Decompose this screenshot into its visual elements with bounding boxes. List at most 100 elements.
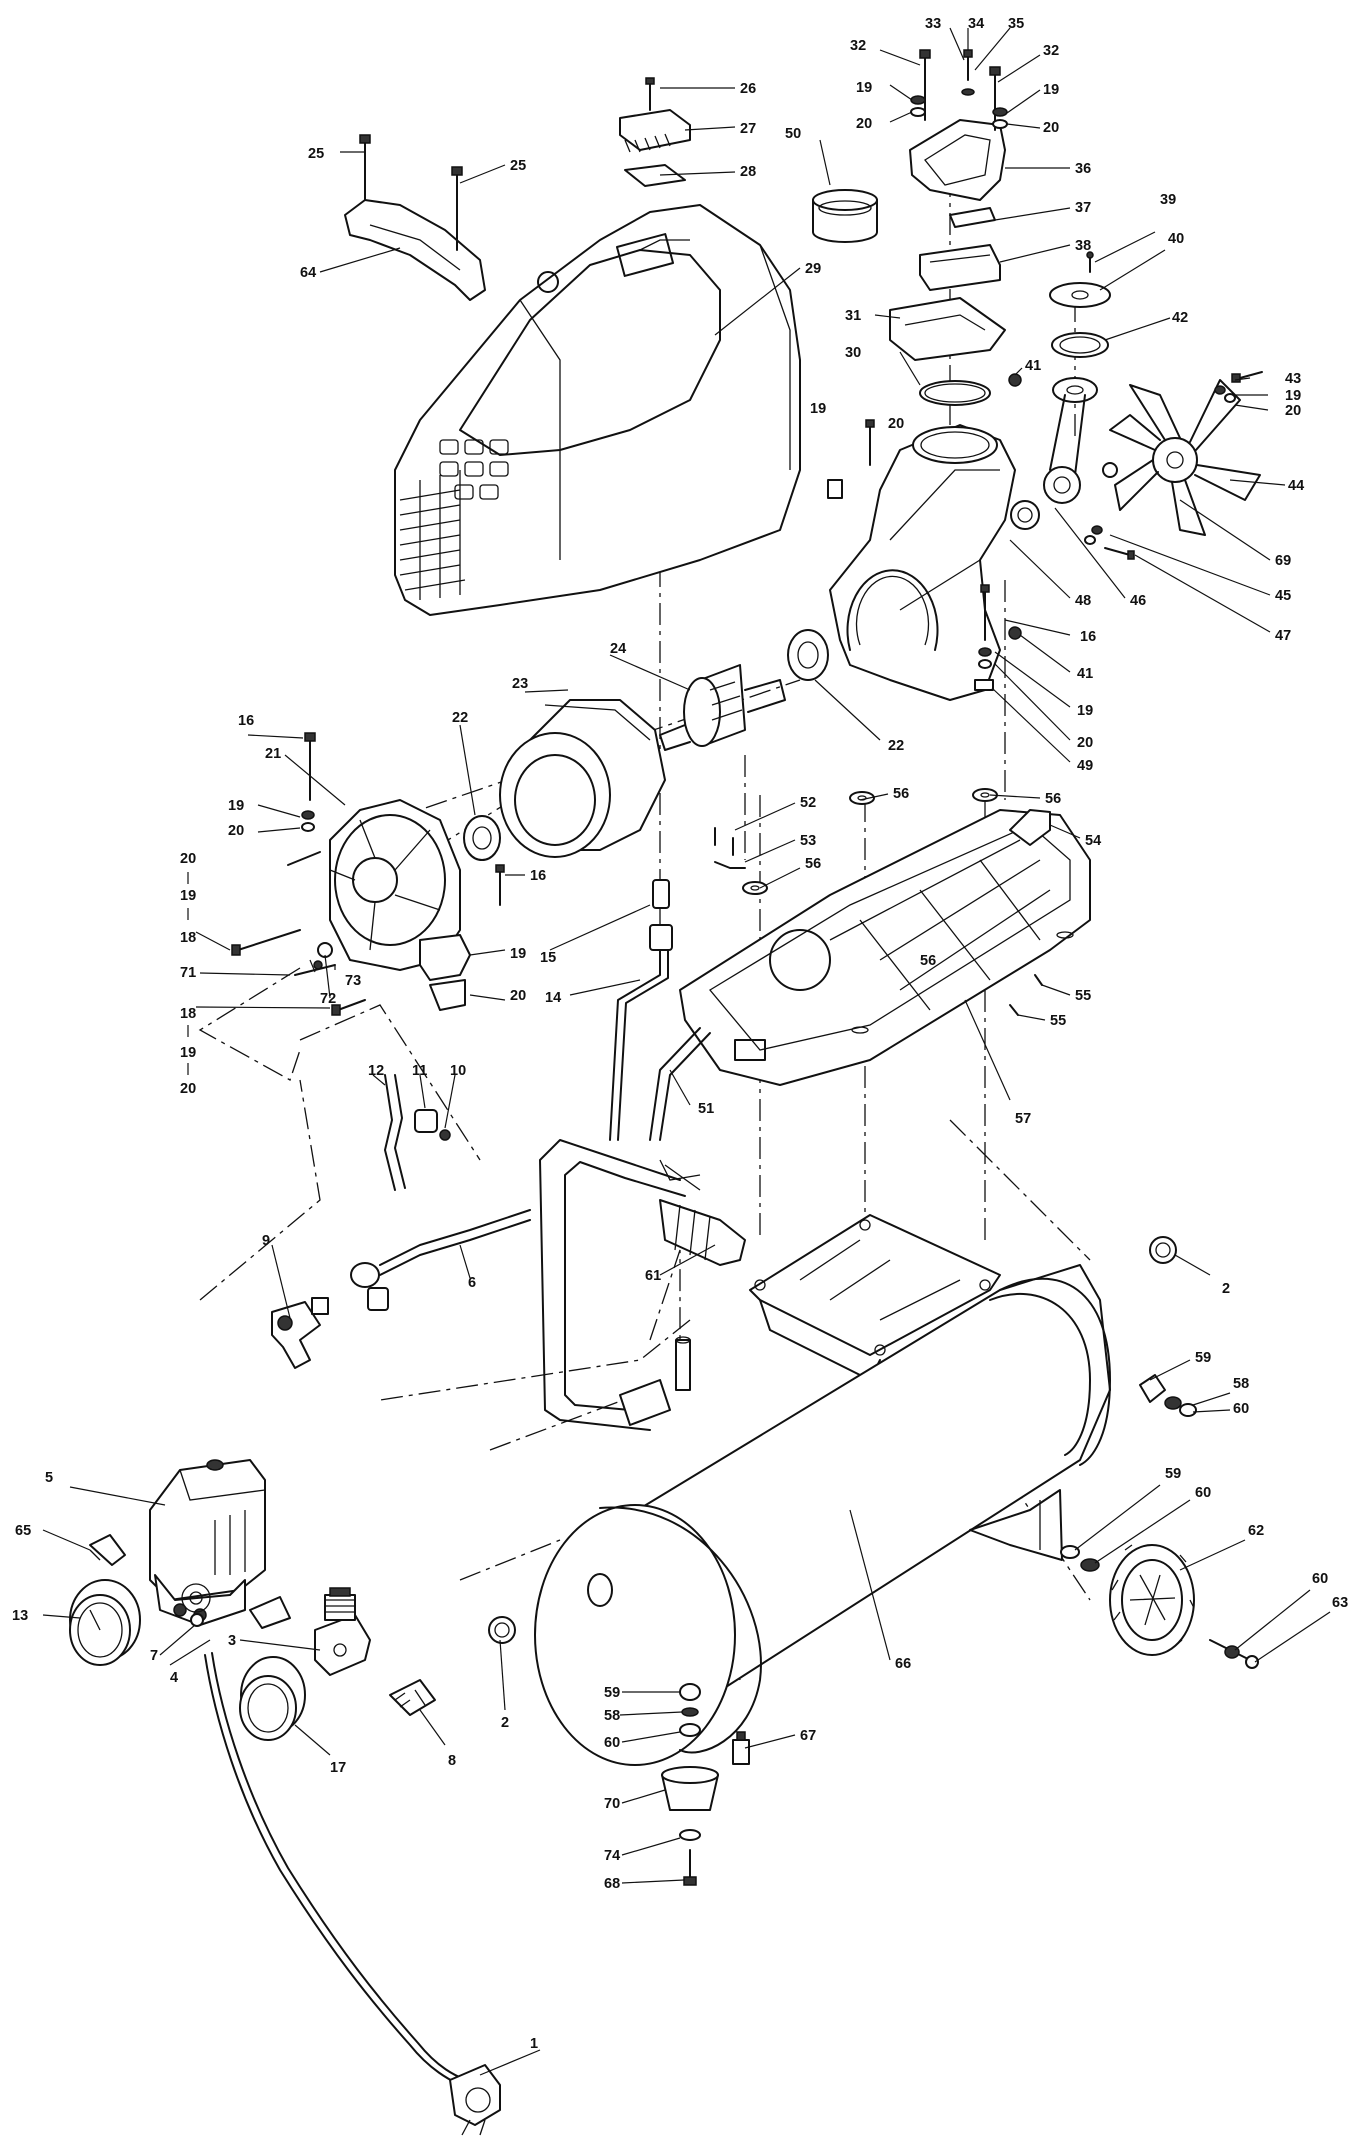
pipes: [350, 879, 711, 1288]
pressure-switch: [89, 1459, 266, 1626]
part-label-69: 69: [1275, 553, 1291, 569]
part-label-20: 20: [180, 1081, 196, 1097]
part-label-22: 22: [888, 738, 904, 754]
part-label-65: 65: [15, 1523, 31, 1539]
motor-stator: [499, 699, 666, 858]
part-label-55: 55: [1075, 988, 1091, 1004]
part-label-20: 20: [1285, 403, 1301, 419]
parts-10-12: [367, 1074, 451, 1311]
part-label-7: 7: [150, 1648, 158, 1664]
part-label-27: 27: [740, 121, 756, 137]
cylinder-head: [889, 49, 1008, 406]
connecting-rod: [1043, 251, 1118, 504]
part-label-71: 71: [180, 965, 196, 981]
part-label-19: 19: [180, 888, 196, 904]
part-label-20: 20: [1077, 735, 1093, 751]
part-label-60: 60: [1312, 1571, 1328, 1587]
part-label-42: 42: [1172, 310, 1188, 326]
part-label-74: 74: [604, 1848, 620, 1864]
screws-55: [1009, 974, 1043, 1016]
tank-handle: [539, 1139, 746, 1431]
part-label-53: 53: [800, 833, 816, 849]
part-label-2: 2: [1222, 1281, 1230, 1297]
vent-grille: [399, 470, 466, 600]
part-label-66: 66: [895, 1656, 911, 1672]
part-label-41: 41: [1077, 666, 1093, 682]
part-label-2: 2: [501, 1715, 509, 1731]
part-label-19: 19: [1285, 388, 1301, 404]
part-label-45: 45: [1275, 588, 1291, 604]
drain-plugs: [488, 1236, 1177, 1644]
part-label-33: 33: [925, 16, 941, 32]
part-label-5: 5: [45, 1470, 53, 1486]
part-label-22: 22: [452, 710, 468, 726]
crankcase: [827, 373, 1040, 701]
part-label-40: 40: [1168, 231, 1184, 247]
part-label-14: 14: [545, 990, 561, 1006]
part-label-68: 68: [604, 1876, 620, 1892]
part-label-60: 60: [1233, 1401, 1249, 1417]
part-label-19: 19: [180, 1045, 196, 1061]
part-labels: 1 2 2 3 4 5 6 7 8 9 10 11 12 13 14 15 16…: [12, 16, 1348, 2052]
part-label-56: 56: [920, 953, 936, 969]
bracket-54: [1009, 809, 1051, 846]
part-label-32: 32: [1043, 43, 1059, 59]
part-label-25: 25: [308, 146, 324, 162]
part-label-57: 57: [1015, 1111, 1031, 1127]
bolts-right: [974, 371, 1263, 691]
part-label-58: 58: [604, 1708, 620, 1724]
part-label-19: 19: [228, 798, 244, 814]
part-label-20: 20: [180, 851, 196, 867]
part-label-19: 19: [1043, 82, 1059, 98]
part-label-44: 44: [1288, 478, 1304, 494]
pressure-gauge-17: [239, 1656, 306, 1741]
part-label-43: 43: [1285, 371, 1301, 387]
part-label-10: 10: [450, 1063, 466, 1079]
part-label-32: 32: [850, 38, 866, 54]
part-label-52: 52: [800, 795, 816, 811]
part-label-73: 73: [345, 973, 361, 989]
motor-rotor: [659, 629, 829, 751]
part-label-60: 60: [1195, 1485, 1211, 1501]
front-bearing: [463, 815, 501, 861]
part-label-61: 61: [645, 1268, 661, 1284]
tank-bracket: [749, 1214, 1001, 1381]
part-label-18: 18: [180, 930, 196, 946]
part-label-56: 56: [805, 856, 821, 872]
part-label-20: 20: [228, 823, 244, 839]
part-label-59: 59: [1165, 1466, 1181, 1482]
part-label-19: 19: [810, 401, 826, 417]
part-label-59: 59: [1195, 1350, 1211, 1366]
part-label-4: 4: [170, 1670, 178, 1686]
part-label-39: 39: [1160, 192, 1176, 208]
part-label-51: 51: [698, 1101, 714, 1117]
part-label-20: 20: [510, 988, 526, 1004]
part-label-21: 21: [265, 746, 281, 762]
cylinder-sleeve: [812, 189, 878, 243]
part-label-48: 48: [1075, 593, 1091, 609]
part-label-56: 56: [893, 786, 909, 802]
part-label-64: 64: [300, 265, 316, 281]
clips-52-53: [714, 827, 746, 869]
part-label-12: 12: [368, 1063, 384, 1079]
part-label-67: 67: [800, 1728, 816, 1744]
part-label-25: 25: [510, 158, 526, 174]
part-label-16: 16: [530, 868, 546, 884]
part-label-1: 1: [530, 2036, 538, 2052]
part-label-50: 50: [785, 126, 801, 142]
foot-assembly: [661, 1683, 750, 1886]
elbow-9: [271, 1297, 329, 1369]
base-plate: [679, 809, 1091, 1086]
part-label-23: 23: [512, 676, 528, 692]
part-label-15: 15: [540, 950, 556, 966]
leader-lines: [42, 27, 1331, 2076]
part-label-16: 16: [1080, 629, 1096, 645]
part-label-24: 24: [610, 641, 626, 657]
handle-assembly: [344, 134, 486, 301]
part-label-16: 16: [238, 713, 254, 729]
shroud-cover: [394, 204, 801, 616]
part-label-13: 13: [12, 1608, 28, 1624]
power-cord: [204, 1652, 501, 2136]
part-label-46: 46: [1130, 593, 1146, 609]
